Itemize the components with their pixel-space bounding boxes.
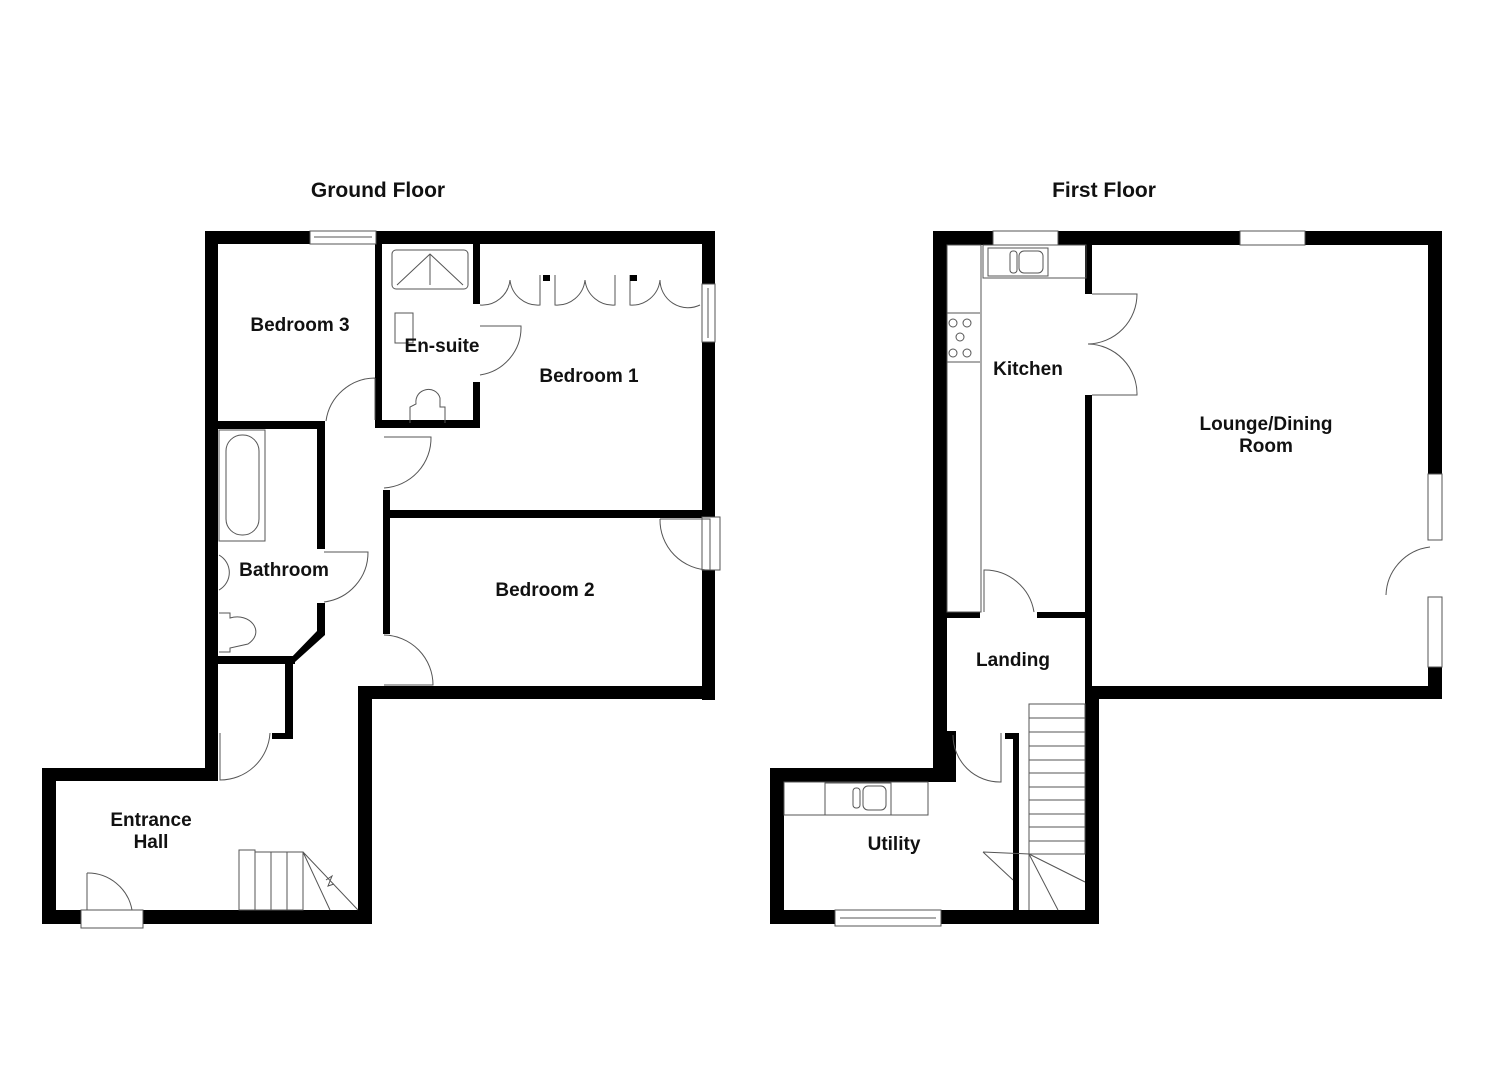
room-name: Lounge/Dining [1199,414,1333,435]
room-name: Landing [976,650,1050,671]
first-floor-title: First Floor [1052,179,1156,202]
room-label-bedroom-3: Bedroom 3 [250,315,349,337]
room-name: Bedroom 2 [495,580,595,601]
room-name: Kitchen [993,359,1063,380]
room-label-bathroom: Bathroom [239,560,329,582]
room-name: Utility [867,834,921,855]
room-name: Bathroom [239,560,329,581]
room-label-en-suite: En-suite [405,336,480,358]
first-floor-walls [770,231,1442,924]
room-label-lounge-dining-room: Lounge/Dining Room [1200,414,1333,458]
ground-floor-title: Ground Floor [310,179,446,202]
first-floor-doors [952,293,1431,783]
room-label-utility: Utility [868,834,921,856]
ground-floor-walls [42,231,715,924]
first-floor-fixtures [783,244,1087,911]
ground-floor-windows [80,230,721,929]
ground-floor-fixtures [218,249,469,911]
room-label-entrance-hall: Entrance Hall [110,810,191,854]
room-label-kitchen: Kitchen [993,359,1063,381]
room-name: Bedroom 1 [539,366,639,387]
room-name: Entrance [110,810,192,831]
room-name-line2: Hall [133,832,169,853]
ground-floor-doors [86,275,711,911]
room-label-bedroom-2: Bedroom 2 [495,580,594,602]
room-name: Bedroom 3 [250,315,350,336]
room-name-line2: Room [1239,436,1293,457]
first-floor-windows [834,230,1443,927]
room-label-bedroom-1: Bedroom 1 [539,366,638,388]
room-name: En-suite [404,336,480,357]
room-label-landing: Landing [976,650,1050,672]
